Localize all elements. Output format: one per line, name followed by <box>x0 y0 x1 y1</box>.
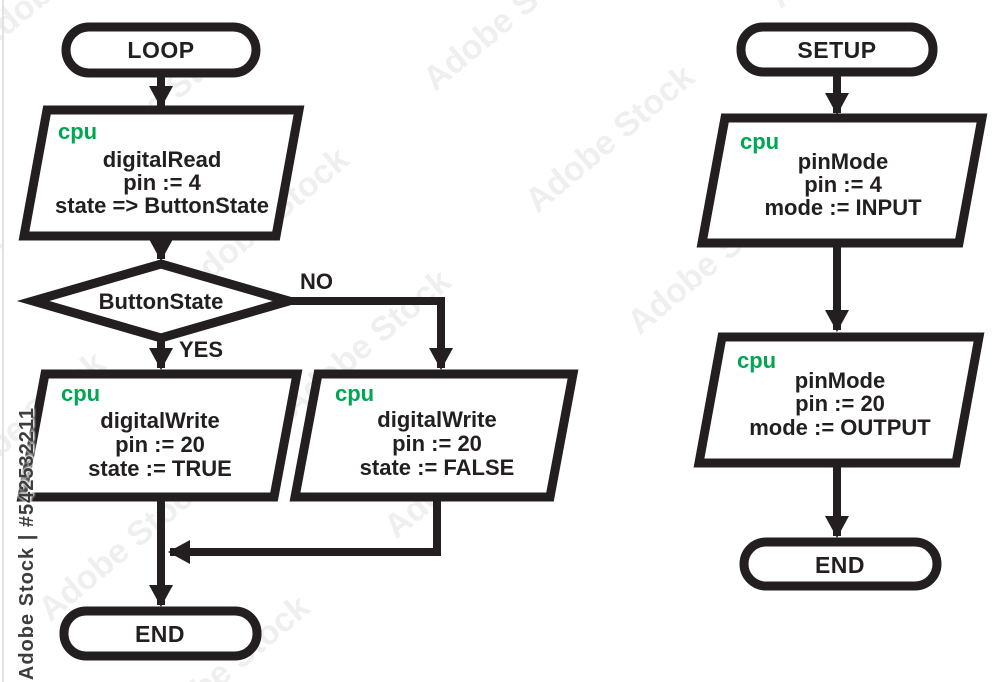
setup-end-label: END <box>815 552 865 578</box>
digitalwrite-true-parallelogram <box>16 369 303 502</box>
loop-end-terminal <box>59 606 262 661</box>
pinmode-input-line3: mode := INPUT <box>764 195 922 220</box>
no-branch-label: NO <box>300 269 333 294</box>
digitalwrite-false-parallelogram <box>289 369 579 502</box>
digitalwrite-true-line1: digitalWrite <box>100 408 219 433</box>
yes-branch-label: YES <box>179 337 223 362</box>
digitalread-cpu-tag: cpu <box>58 119 97 144</box>
digitalwrite-true-cpu-tag: cpu <box>61 381 100 406</box>
digitalread-line2: pin := 4 <box>123 170 201 195</box>
pinmode-input-line2: pin := 4 <box>804 172 882 197</box>
digitalwrite-true-line2: pin := 20 <box>115 432 205 457</box>
arrow-no-branch <box>289 297 453 370</box>
loop-start-label: LOOP <box>127 37 194 63</box>
digitalwrite-false-line2: pin := 20 <box>392 431 482 456</box>
pinmode-output-parallelogram <box>693 332 985 468</box>
stock-id-label: Adobe Stock | #542532211 <box>16 406 38 680</box>
digitalread-line3: state => ButtonState <box>55 193 269 218</box>
left-edge-hairline <box>2 0 4 682</box>
pinmode-input-parallelogram <box>696 113 988 248</box>
loop-flowchart: LOOP cpu digitalRead pin := 4 state => B… <box>16 22 579 661</box>
pinmode-input-line1: pinMode <box>798 149 888 174</box>
pinmode-output-line3: mode := OUTPUT <box>749 415 931 440</box>
digitalread-parallelogram <box>18 105 305 241</box>
digitalwrite-false-line1: digitalWrite <box>377 407 496 432</box>
pinmode-input-cpu-tag: cpu <box>740 129 779 154</box>
arrow-false-merge <box>168 497 441 564</box>
digitalwrite-true-line3: state := TRUE <box>88 456 232 481</box>
pinmode-output-line1: pinMode <box>795 368 885 393</box>
pinmode-output-cpu-tag: cpu <box>737 348 776 373</box>
digitalwrite-false-cpu-tag: cpu <box>335 381 374 406</box>
setup-flowchart: SETUP cpu pinMode pin := 4 mode := INPUT… <box>693 22 988 591</box>
digitalread-line1: digitalRead <box>103 147 222 172</box>
loop-end-label: END <box>135 621 185 647</box>
setup-start-label: SETUP <box>797 37 876 63</box>
decision-label: ButtonState <box>99 289 224 314</box>
pinmode-output-line2: pin := 20 <box>795 391 885 416</box>
setup-end-terminal <box>739 537 942 591</box>
digitalwrite-false-line3: state := FALSE <box>360 455 515 480</box>
